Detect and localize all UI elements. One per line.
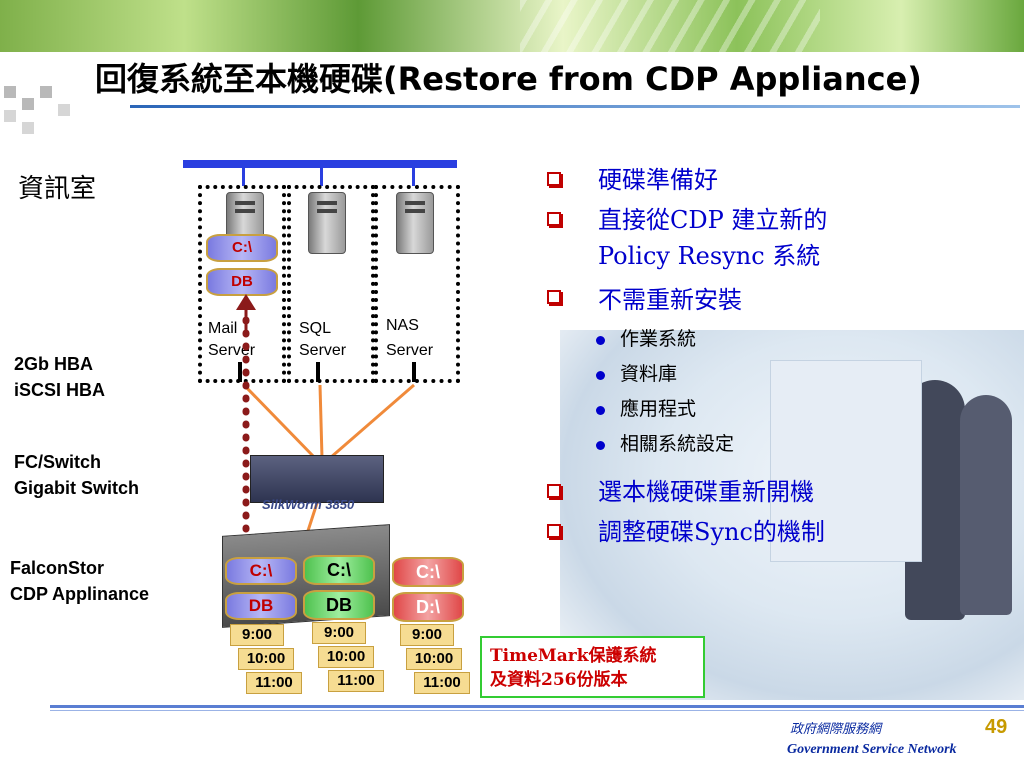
room-label: 資訊室 [18,174,97,204]
decor-square [4,86,16,98]
nas-server-label-1: NAS [386,317,419,334]
bus-drop [320,168,323,186]
bullet-2-line1: 直接從CDP 建立新的 [598,206,828,234]
decor-square [40,86,52,98]
sub-bullet-3: 應用程式 [620,398,697,420]
bullet-box-icon [547,524,561,538]
fc-link [318,384,324,459]
timemark-2-0900: 9:00 [312,622,366,644]
header-leaf-texture [520,0,820,52]
sub-bullet-dot [596,441,605,450]
timemark-2-1000: 10:00 [318,646,374,668]
appliance-vol2-top: C:\ [303,555,375,585]
decor-square [58,104,70,116]
appliance-label-1: FalconStor [10,558,105,578]
bus-drop [242,168,245,186]
timemark-3-1000: 10:00 [406,648,462,670]
whiteboard [770,360,922,562]
sql-server-box [287,185,375,383]
timemark-2-1100: 11:00 [328,670,384,692]
footer-org-cn: 政府網際服務網 [790,722,882,737]
timemark-line-2: 及資料256份版本 [490,670,628,690]
bus-drop [412,168,415,186]
timemark-line-1: TimeMark保護系統 [490,646,657,666]
title-underline [130,105,1020,108]
decor-square [22,122,34,134]
timemark-1-1000: 10:00 [238,648,294,670]
appliance-vol3-bottom: D:\ [392,592,464,622]
hba-label-1: 2Gb HBA [14,354,94,374]
hba-label-2: iSCSI HBA [14,380,106,400]
mail-server-label-1: Mail [208,320,238,337]
server-tower-icon [396,192,434,254]
bullet-4: 選本機硬碟重新開機 [598,478,814,506]
fc-switch-device [250,455,384,503]
timemark-3-0900: 9:00 [400,624,454,646]
bullet-box-icon [547,484,561,498]
network-bus [183,160,457,168]
sub-bullet-1: 作業系統 [620,328,697,350]
bullet-2-line2: Policy Resync 系統 [598,242,821,270]
mail-c-volume: C:\ [206,234,278,262]
timemark-1-1100: 11:00 [246,672,302,694]
slide-title: 回復系統至本機硬碟(Restore from CDP Appliance) [95,60,922,98]
mail-db-volume: DB [206,268,278,296]
sub-bullet-2: 資料庫 [620,363,678,385]
bullet-box-icon [547,290,561,304]
page-number: 49 [985,716,1008,738]
appliance-label-2: CDP Applinance [10,584,150,604]
timemark-1-0900: 9:00 [230,624,284,646]
switch-model-label: SilkWorm 3850 [262,497,355,512]
footer-org-en: Government Service Network [787,742,957,757]
timemark-callout: TimeMark保護系統 及資料256份版本 [480,636,705,698]
fc-link [329,383,415,460]
sub-bullet-dot [596,406,605,415]
appliance-vol2-bottom: DB [303,590,375,620]
bullet-1: 硬碟準備好 [598,166,718,194]
appliance-vol1-bottom: DB [225,592,297,620]
person-silhouette [960,395,1012,615]
sub-bullet-dot [596,371,605,380]
fc-link [242,383,317,460]
decor-square [4,110,16,122]
bullet-box-icon [547,172,561,186]
switch-label-2: Gigabit Switch [14,478,140,498]
sub-bullet-4: 相關系統設定 [620,433,735,455]
appliance-vol1-top: C:\ [225,557,297,585]
sub-bullet-dot [596,336,605,345]
footer-line-thin [50,710,1024,711]
footer-line [50,705,1024,708]
sql-server-label-1: SQL [299,320,332,337]
switch-label-1: FC/Switch [14,452,102,472]
server-tower-icon [308,192,346,254]
nas-server-label-2: Server [386,342,434,359]
bullet-3: 不需重新安裝 [598,286,742,314]
bullet-box-icon [547,212,561,226]
timemark-3-1100: 11:00 [414,672,470,694]
header-photo-banner [0,0,1024,52]
appliance-vol3-top: C:\ [392,557,464,587]
restore-arrow-head [236,294,256,310]
sql-server-label-2: Server [299,342,347,359]
decor-square [22,98,34,110]
bullet-5: 調整硬碟Sync的機制 [598,518,825,546]
nas-server-box [374,185,460,383]
